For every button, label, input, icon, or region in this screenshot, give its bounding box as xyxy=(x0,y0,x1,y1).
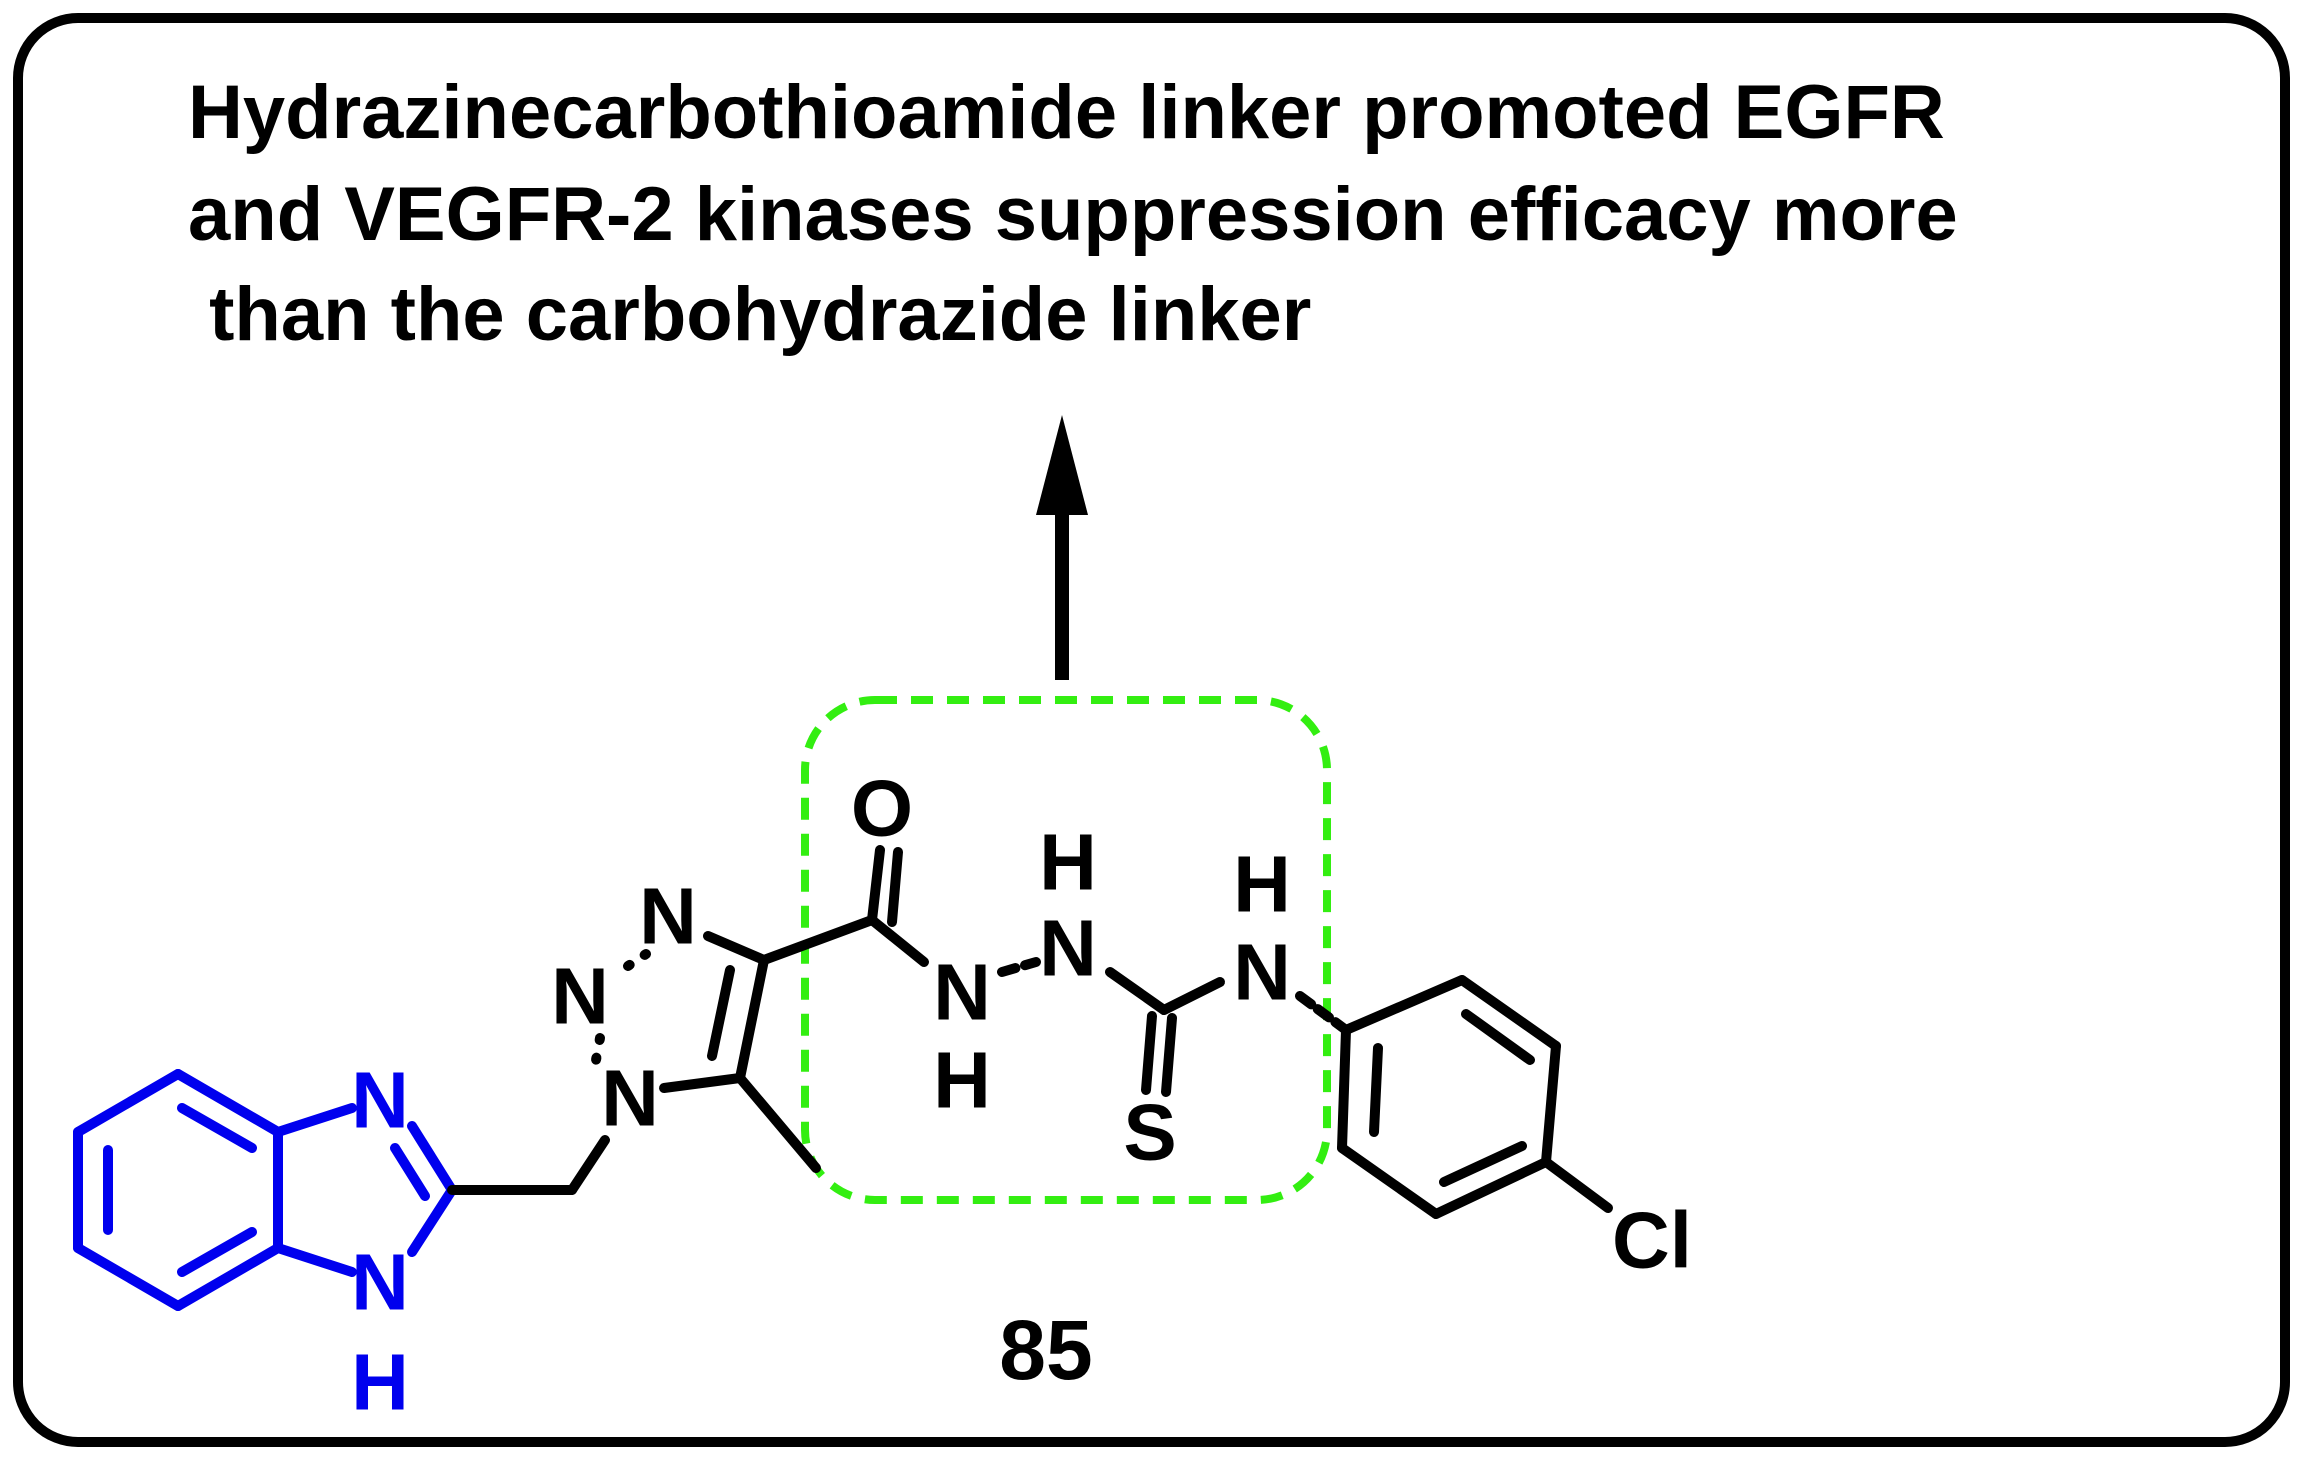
bond-c-s-1 xyxy=(1141,1011,1157,1095)
atom-s: S xyxy=(1123,1088,1176,1177)
atom-h-hydrazine: H xyxy=(1039,818,1097,907)
bond-c-o-2 xyxy=(887,847,903,927)
atom-n-imidazole-nh: N xyxy=(351,1238,409,1327)
atom-n-amide: N xyxy=(933,948,991,1037)
atom-n-imidazole: N xyxy=(351,1056,409,1145)
atom-h-imidazole: H xyxy=(351,1338,409,1427)
figure-frame xyxy=(13,13,2290,1447)
bond-carbonyl-n xyxy=(867,915,929,967)
atom-n-triazole-mid: N xyxy=(551,952,609,1041)
bond-c-o-1 xyxy=(867,845,885,925)
atom-cl: Cl xyxy=(1612,1196,1692,1285)
bond-n-aryl xyxy=(1295,991,1351,1035)
bond-c4-carbonyl xyxy=(759,915,877,965)
atom-n-triazole-top: N xyxy=(639,872,697,961)
bond-c5-ch2 xyxy=(735,1073,821,1173)
bond-c-s-2 xyxy=(1161,1013,1177,1097)
bond-thiocarbonyl-n xyxy=(1159,977,1225,1015)
bond-c-cl xyxy=(1541,1157,1613,1213)
caption-line-2: and VEGFR-2 kinases suppression efficacy… xyxy=(188,172,1958,257)
caption-line-1: Hydrazinecarbothioamide linker promoted … xyxy=(188,70,1945,155)
atom-n-thioamide: N xyxy=(1233,928,1291,1017)
atom-h-thioamide: H xyxy=(1233,840,1291,929)
chlorophenyl-ring xyxy=(1337,975,1613,1219)
bond-ch2-n1 xyxy=(567,1135,610,1195)
up-arrow xyxy=(1036,415,1088,680)
bond-n-n xyxy=(997,957,1041,977)
triazole-ring xyxy=(591,931,821,1173)
compound-number: 85 xyxy=(999,1303,1092,1397)
atom-n-triazole-bottom: N xyxy=(601,1054,659,1143)
atom-h-amide: H xyxy=(933,1036,991,1125)
atom-n-hydrazine: N xyxy=(1039,904,1097,993)
atom-o-carbonyl: O xyxy=(851,764,913,853)
benzimidazole-moiety xyxy=(73,1069,457,1311)
bond-n-thiocarbonyl xyxy=(1105,967,1169,1015)
caption-line-3: than the carbohydrazide linker xyxy=(188,272,1311,357)
